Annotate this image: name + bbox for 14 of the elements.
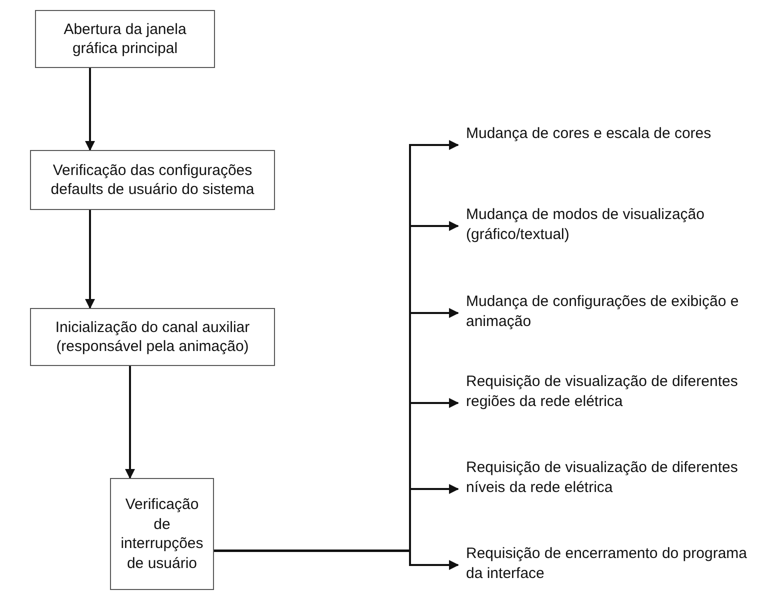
process-box: Inicialização do canal auxiliar (responsável pela animação)	[30, 308, 275, 366]
arrow	[214, 550, 459, 570]
process-box: Abertura da janela gráfica principal	[35, 10, 215, 68]
process-box: Verificação de interrupções de usuário	[110, 478, 214, 590]
arrow	[85, 68, 95, 151]
process-box: Verificação das configurações defaults de usuário do sistema	[30, 150, 275, 210]
branch-text: Mudança de configurações de exibição e animação	[466, 292, 756, 334]
branch-text: Requisição de encerramento do programa da interface	[466, 544, 756, 586]
branch-text: Mudança de cores e escala de cores	[466, 124, 756, 166]
arrow	[125, 366, 135, 479]
arrow	[85, 210, 95, 309]
branch-text: Requisição de visualização de diferentes regiões da rede elétrica	[466, 372, 756, 434]
branch-text: Requisição de visualização de diferentes níveis da rede elétrica	[466, 458, 756, 520]
branch-text: Mudança de modos de visualização (gráfico/textual)	[466, 205, 756, 247]
